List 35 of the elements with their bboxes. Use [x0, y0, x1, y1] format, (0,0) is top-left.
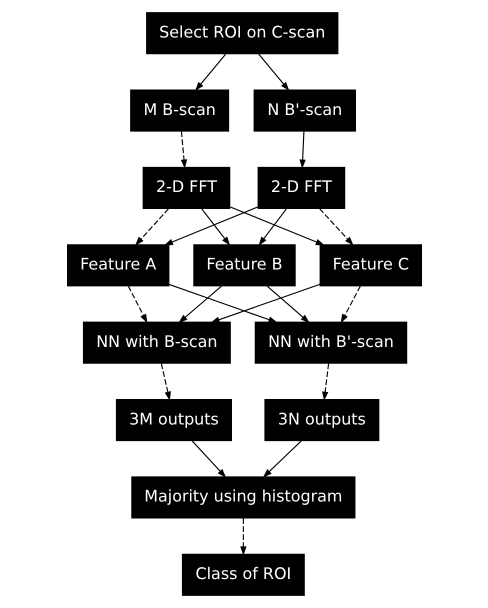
- arrow: [160, 363, 170, 401]
- arrow: [322, 364, 329, 401]
- arrow: [340, 286, 360, 324]
- arrow: [262, 440, 302, 478]
- node-box: 2-D FFT: [142, 166, 230, 209]
- arrow: [318, 208, 354, 246]
- arrow: [168, 284, 278, 323]
- arrow: [178, 286, 222, 324]
- arrow: [191, 440, 226, 478]
- node-box: 2-D FFT: [257, 166, 345, 209]
- node-box: NN with B'-scan: [254, 322, 407, 364]
- arrow: [180, 131, 187, 169]
- arrow: [194, 54, 226, 91]
- node-box: M B-scan: [130, 90, 229, 132]
- arrow: [163, 206, 258, 246]
- node-box: 3M outputs: [115, 399, 232, 442]
- arrow: [240, 518, 246, 556]
- arrow: [229, 206, 324, 246]
- arrow: [258, 54, 289, 91]
- node-box: Select ROI on C-scan: [146, 12, 338, 54]
- arrow: [210, 284, 320, 323]
- arrow: [127, 286, 147, 324]
- node-box: Feature B: [192, 244, 296, 286]
- node-box: NN with B-scan: [82, 322, 230, 364]
- node-box: Majority using histogram: [130, 476, 355, 518]
- node-box: 3N outputs: [264, 399, 379, 442]
- arrow: [298, 131, 306, 169]
- node-box: Feature A: [66, 244, 169, 286]
- arrow: [258, 208, 286, 246]
- arrow: [200, 208, 230, 246]
- node-box: Class of ROI: [181, 554, 304, 596]
- arrow: [134, 208, 168, 246]
- arrow: [266, 286, 310, 324]
- node-box: Feature C: [319, 244, 422, 286]
- node-box: N B'-scan: [253, 90, 356, 132]
